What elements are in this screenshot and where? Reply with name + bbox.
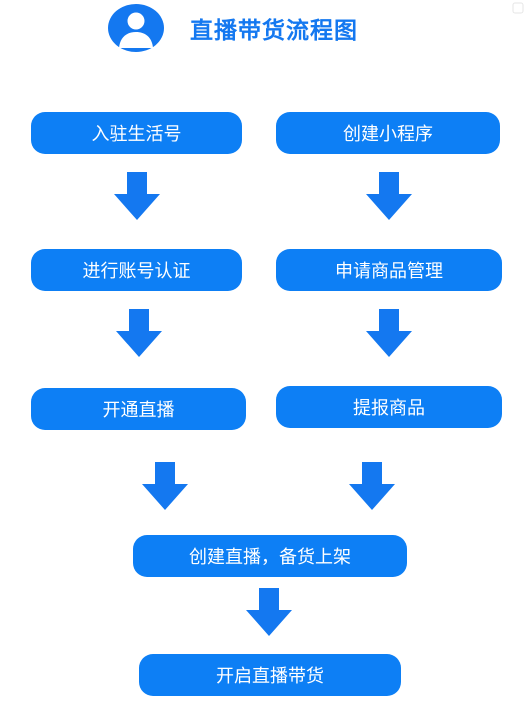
down-arrow-icon: [116, 309, 162, 357]
down-arrow-icon: [366, 172, 412, 220]
page-title: 直播带货流程图: [190, 18, 358, 44]
down-arrow-icon: [366, 309, 412, 357]
step-box-left-1: 入驻生活号: [31, 112, 242, 154]
step-box-right-2: 申请商品管理: [276, 249, 502, 291]
step-box-left-2: 进行账号认证: [31, 249, 242, 291]
header: 直播带货流程图: [108, 4, 358, 52]
down-arrow-icon: [114, 172, 160, 220]
step-box-left-3: 开通直播: [31, 388, 246, 430]
step-box-right-3: 提报商品: [276, 386, 502, 428]
step-box-merge-2: 开启直播带货: [139, 654, 401, 696]
down-arrow-icon: [349, 462, 395, 510]
step-box-merge-1: 创建直播，备货上架: [133, 535, 407, 577]
down-arrow-icon: [142, 462, 188, 510]
step-box-right-1: 创建小程序: [276, 112, 500, 154]
user-avatar-icon: [108, 4, 164, 52]
corner-mark-icon: [512, 2, 524, 14]
down-arrow-icon: [246, 588, 292, 636]
